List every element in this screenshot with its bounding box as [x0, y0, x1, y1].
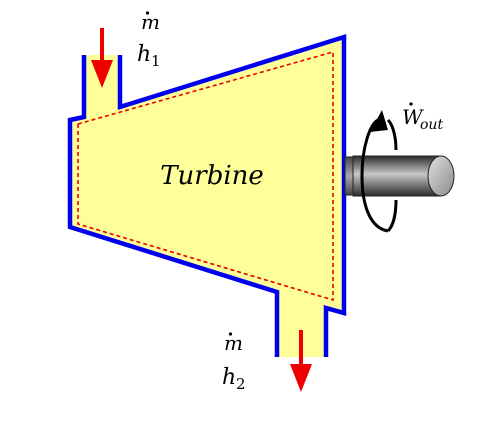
shaft-end-cap: [427, 155, 455, 197]
svg-text:2: 2: [236, 375, 246, 393]
outlet-flow-arrow: [290, 330, 312, 392]
rotation-arrow-lower: [386, 199, 398, 233]
work-out-label: W out: [402, 102, 443, 133]
outlet-mass-flow-label: m: [224, 331, 243, 355]
svg-text:out: out: [420, 117, 443, 133]
inlet-enthalpy-label: h 1: [137, 42, 161, 70]
svg-text:W: W: [402, 105, 424, 129]
dot-accent: [228, 332, 233, 336]
turbine-inner-boundary: [77, 50, 334, 302]
inlet-mass-flow-label: m: [141, 10, 160, 34]
inlet-flow-arrow: [91, 28, 113, 88]
dot-accent: [145, 11, 150, 15]
shaft: [352, 155, 442, 197]
svg-text:h: h: [222, 365, 236, 390]
svg-text:1: 1: [151, 52, 161, 70]
turbine-label: Turbine: [160, 161, 264, 191]
rotation-arrowhead: [370, 110, 388, 132]
svg-text:m: m: [224, 331, 243, 355]
outlet-enthalpy-label: h 2: [222, 365, 246, 393]
dot-accent: [409, 102, 413, 106]
svg-text:m: m: [141, 10, 160, 34]
turbine-casing: [67, 33, 347, 357]
rotation-arrow-tail: [386, 118, 398, 151]
turbine-body: [70, 37, 344, 357]
svg-text:h: h: [137, 42, 151, 67]
rotation-arrow: [360, 118, 389, 233]
